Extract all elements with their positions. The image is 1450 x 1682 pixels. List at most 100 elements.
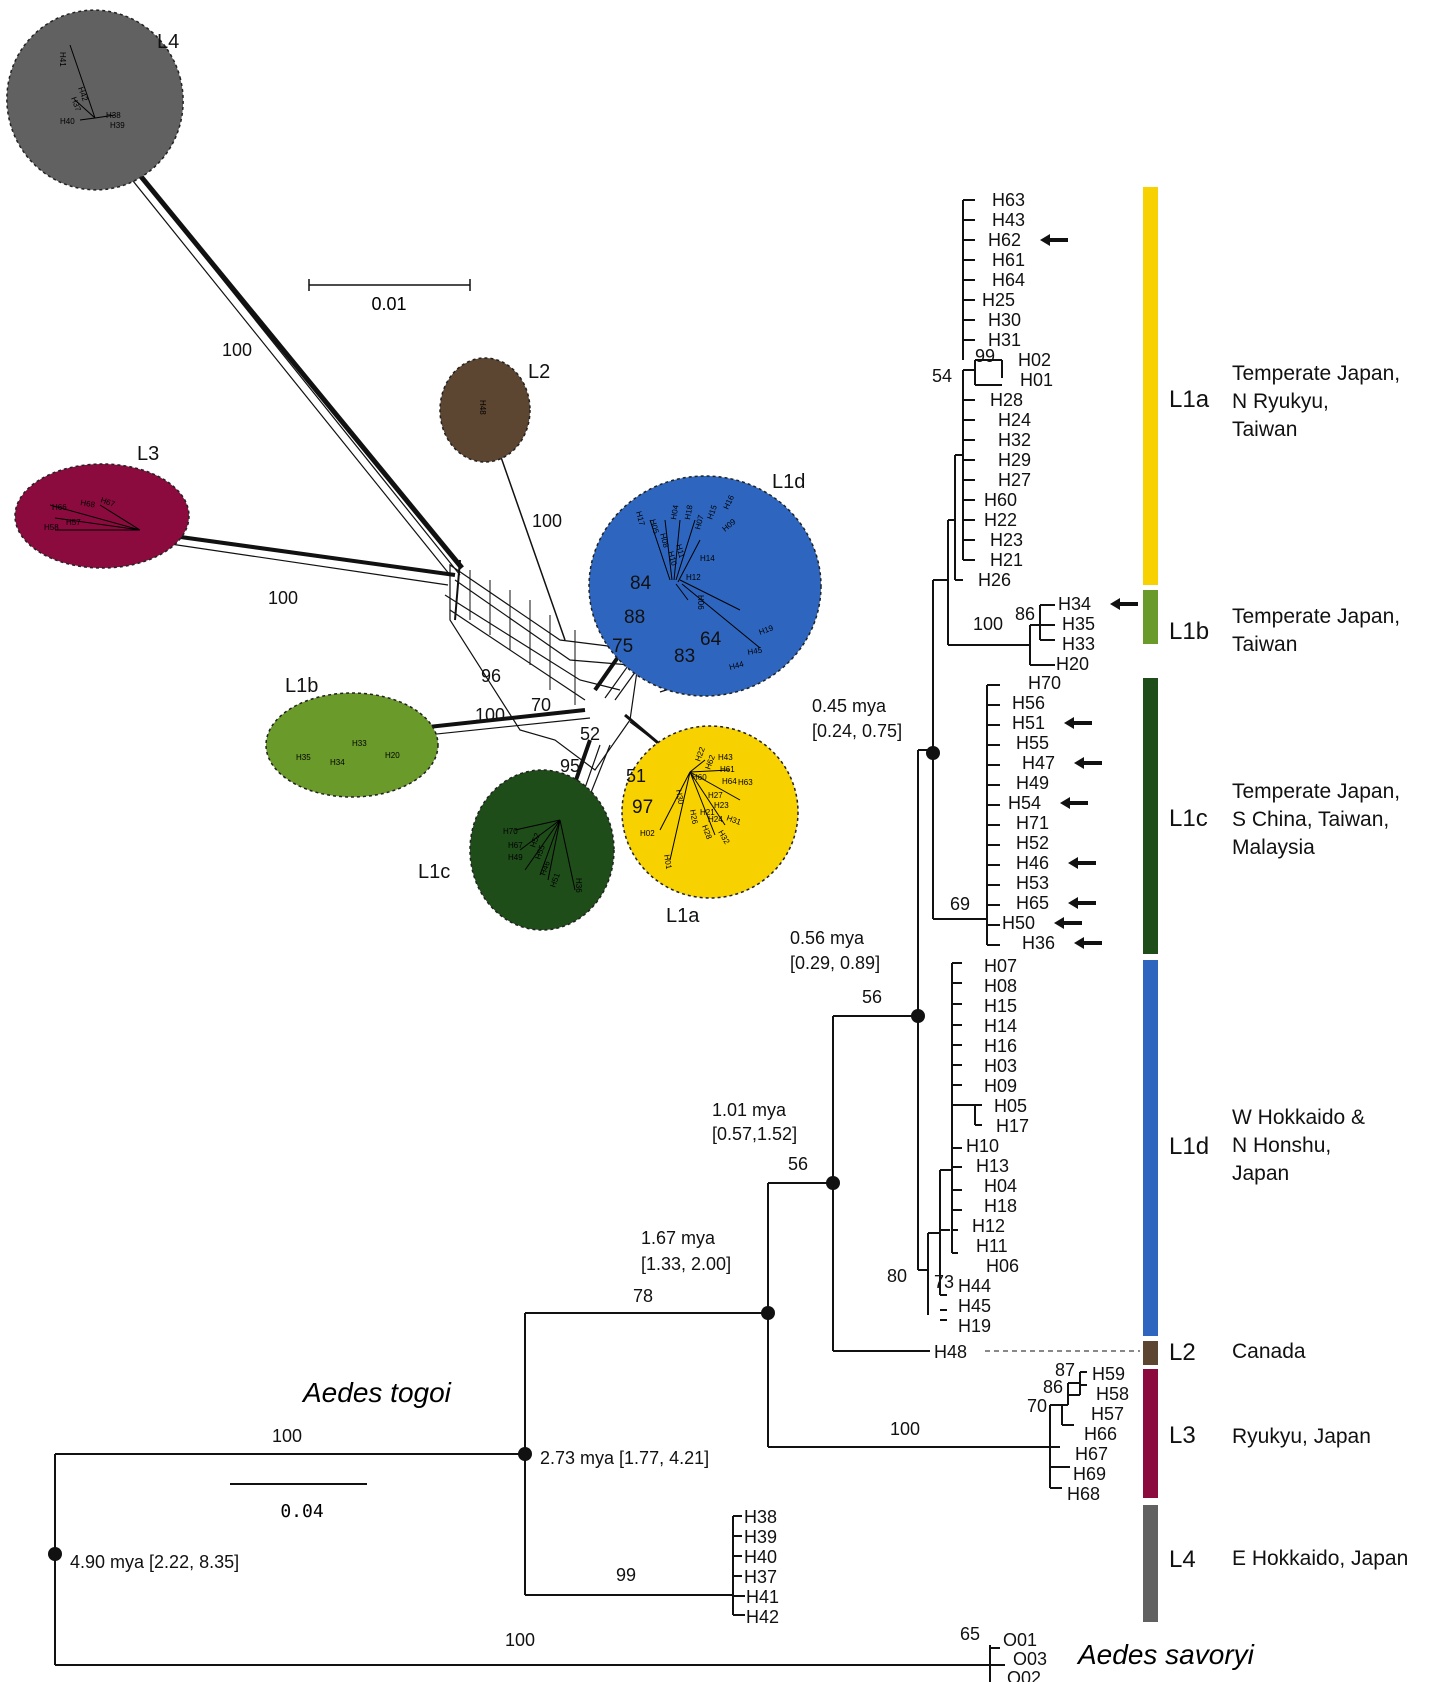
net-support-97: 97 bbox=[632, 797, 653, 818]
tip-h64: H64 bbox=[992, 270, 1025, 290]
arrow-marker-h51 bbox=[1064, 717, 1092, 729]
net-hap-h07: H07 bbox=[693, 513, 706, 530]
net-support-95: 95 bbox=[560, 756, 580, 776]
network-label-l3: L3 bbox=[137, 443, 159, 465]
net-hap-h35: H35 bbox=[296, 753, 311, 762]
cluster-l1a-ellipse bbox=[621, 725, 799, 899]
net-hap-h48: H48 bbox=[478, 400, 487, 415]
tip-h06: H06 bbox=[986, 1256, 1019, 1276]
net-support-88: 88 bbox=[624, 607, 645, 628]
lineage-bar-l1c bbox=[1143, 678, 1158, 954]
date-1-67: 1.67 mya bbox=[641, 1228, 716, 1248]
net-hap-h12: H12 bbox=[686, 573, 701, 582]
net-hap-h21: H21 bbox=[700, 808, 715, 817]
lineage-bars bbox=[1143, 187, 1158, 1622]
tip-h21: H21 bbox=[990, 550, 1023, 570]
tip-h53: H53 bbox=[1016, 873, 1049, 893]
net-hap-h38: H38 bbox=[106, 111, 121, 120]
lineage-label-l1b: L1b bbox=[1169, 618, 1209, 645]
tip-h11: H11 bbox=[976, 1236, 1008, 1256]
net-hap-h10: H10 bbox=[666, 550, 679, 567]
date-0-45: 0.45 mya bbox=[812, 696, 887, 716]
tip-h35: H35 bbox=[1062, 614, 1095, 634]
network-label-l1a: L1a bbox=[666, 905, 700, 927]
net-hap-h20: H20 bbox=[385, 751, 400, 760]
support-100-l1b: 100 bbox=[973, 614, 1003, 634]
tip-h52: H52 bbox=[1016, 833, 1049, 853]
tip-h28: H28 bbox=[990, 390, 1023, 410]
network-label-l2: L2 bbox=[528, 361, 550, 383]
cluster-l3-ellipse bbox=[14, 463, 190, 569]
net-hap-h27: H27 bbox=[708, 791, 723, 800]
date-0-45-ci: [0.24, 0.75] bbox=[812, 721, 902, 741]
date-1-01: 1.01 mya bbox=[712, 1100, 787, 1120]
tip-h22: H22 bbox=[984, 510, 1017, 530]
tip-h61: H61 bbox=[992, 250, 1025, 270]
net-support-83: 83 bbox=[674, 646, 695, 667]
tip-h33: H33 bbox=[1062, 634, 1095, 654]
tip-h59: H59 bbox=[1092, 1364, 1125, 1384]
net-support-64: 64 bbox=[700, 629, 722, 650]
cluster-l1b-ellipse bbox=[265, 692, 439, 798]
node-dot-0-56 bbox=[911, 1009, 925, 1023]
net-hap-h30: H30 bbox=[674, 789, 686, 806]
support-54: 54 bbox=[932, 366, 952, 386]
date-1-01-ci: [0.57,1.52] bbox=[712, 1124, 797, 1144]
phylogenetic-tree: 0.04 Aedes togoi Aedes savoryi 4.90 mya … bbox=[48, 190, 1255, 1682]
date-togoi: 2.73 mya [1.77, 4.21] bbox=[540, 1448, 709, 1468]
tip-h36: H36 bbox=[1022, 933, 1055, 953]
support-l3: 100 bbox=[890, 1419, 920, 1439]
net-hap-h26: H26 bbox=[688, 809, 700, 826]
region-l1b-2: Taiwan bbox=[1232, 633, 1297, 656]
region-l1a-3: Taiwan bbox=[1232, 418, 1297, 441]
cluster-l1c bbox=[469, 769, 615, 931]
tip-h37: H37 bbox=[744, 1567, 777, 1587]
cluster-l1b bbox=[265, 692, 439, 798]
tip-h13: H13 bbox=[976, 1156, 1009, 1176]
net-hap-h05: H05 bbox=[648, 518, 661, 535]
cluster-l1a bbox=[621, 725, 799, 899]
lineage-label-l1d: L1d bbox=[1169, 1133, 1209, 1160]
support-1-67: 78 bbox=[633, 1286, 653, 1306]
tip-h02: H02 bbox=[1018, 350, 1051, 370]
tip-h71: H71 bbox=[1016, 813, 1049, 833]
tip-h32: H32 bbox=[998, 430, 1031, 450]
region-l1c-3: Malaysia bbox=[1232, 836, 1315, 859]
network-label-l1d: L1d bbox=[772, 471, 805, 493]
net-hap-h66: H66 bbox=[52, 503, 67, 512]
arrow-markers bbox=[1040, 234, 1138, 949]
species-outgroup-label: Aedes savoryi bbox=[1076, 1639, 1255, 1670]
net-hap-h64: H64 bbox=[722, 777, 737, 786]
tip-h25: H25 bbox=[982, 290, 1015, 310]
tip-h09: H09 bbox=[984, 1076, 1017, 1096]
net-hap-h14: H14 bbox=[700, 554, 715, 563]
net-hap-h11: H11 bbox=[674, 543, 686, 559]
tip-h68: H68 bbox=[1067, 1484, 1100, 1504]
arrow-marker-h34 bbox=[1110, 598, 1138, 610]
tip-h55: H55 bbox=[1016, 733, 1049, 753]
cluster-l4-ellipse bbox=[6, 9, 184, 191]
net-hap-h17: H17 bbox=[634, 510, 647, 527]
network-label-l4: L4 bbox=[157, 31, 179, 53]
support-69: 69 bbox=[950, 894, 970, 914]
tip-h04: H04 bbox=[984, 1176, 1017, 1196]
tip-h34: H34 bbox=[1058, 594, 1091, 614]
net-hap-h49: H49 bbox=[508, 853, 523, 862]
net-hap-h01: H01 bbox=[662, 854, 674, 871]
network-label-l1b: L1b bbox=[285, 675, 318, 697]
date-1-67-ci: [1.33, 2.00] bbox=[641, 1254, 731, 1274]
region-l1d-2: N Honshu, bbox=[1232, 1134, 1331, 1157]
date-root: 4.90 mya [2.22, 8.35] bbox=[70, 1552, 239, 1572]
region-l1d-1: W Hokkaido & bbox=[1232, 1106, 1365, 1129]
node-dot-root bbox=[48, 1547, 62, 1561]
tip-h51: H51 bbox=[1012, 713, 1045, 733]
net-hap-h41: H41 bbox=[58, 52, 67, 67]
net-hap-h23: H23 bbox=[714, 801, 729, 810]
net-hap-h43: H43 bbox=[718, 753, 733, 762]
node-dot-1-01 bbox=[826, 1176, 840, 1190]
net-hap-h57: H57 bbox=[66, 518, 81, 527]
tip-h39: H39 bbox=[744, 1527, 777, 1547]
tip-h49: H49 bbox=[1016, 773, 1049, 793]
support-87: 87 bbox=[1055, 1360, 1075, 1380]
